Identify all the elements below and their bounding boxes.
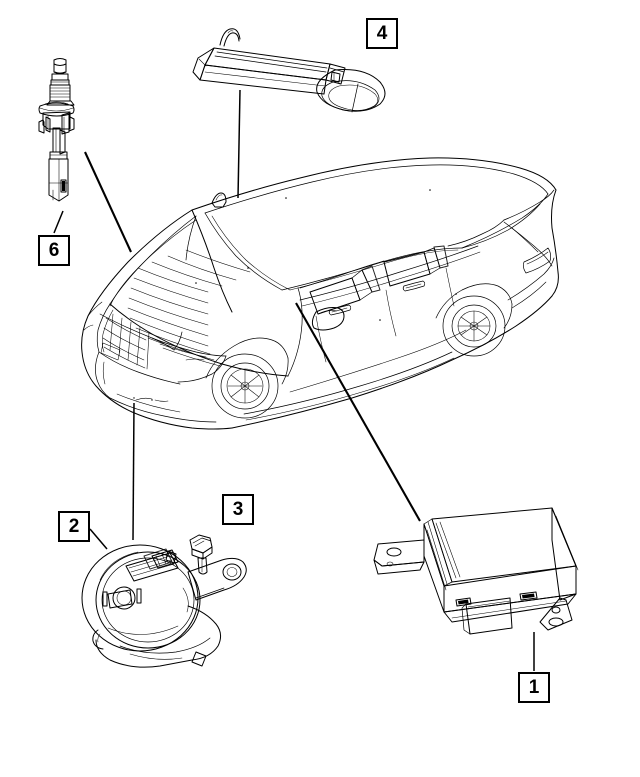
part-hood-ajar-switch	[38, 58, 75, 202]
rear-wheel-spokes	[457, 310, 491, 342]
callout-box-2[interactable]: 2	[58, 511, 90, 542]
leader-line-car-to-siren	[132, 402, 135, 541]
part-mounting-bolt	[189, 534, 213, 575]
leader-line-sensor-to-car	[84, 151, 132, 253]
front-grille	[102, 313, 150, 370]
part-alarm-siren	[81, 544, 247, 668]
leader-line-6-stub	[53, 210, 64, 234]
callout-number-3: 3	[232, 499, 244, 520]
callout-box-4[interactable]: 4	[366, 18, 398, 49]
leader-line-console-to-car	[237, 89, 241, 199]
front-wheel-spokes	[227, 368, 263, 404]
callout-box-3[interactable]: 3	[222, 494, 254, 525]
callout-number-2: 2	[68, 516, 80, 537]
vehicle-body	[81, 157, 559, 430]
leader-line-car-to-module	[295, 302, 421, 522]
part-control-module	[373, 507, 579, 635]
callout-number-1: 1	[528, 677, 540, 698]
hood-louvers	[127, 249, 251, 367]
callout-number-4: 4	[376, 23, 388, 44]
leader-line-2-stub	[89, 528, 108, 550]
part-overhead-console	[192, 28, 386, 113]
callout-number-6: 6	[48, 240, 60, 261]
callout-box-6[interactable]: 6	[38, 235, 70, 266]
callout-box-1[interactable]: 1	[518, 672, 550, 703]
leader-lines	[53, 89, 535, 671]
